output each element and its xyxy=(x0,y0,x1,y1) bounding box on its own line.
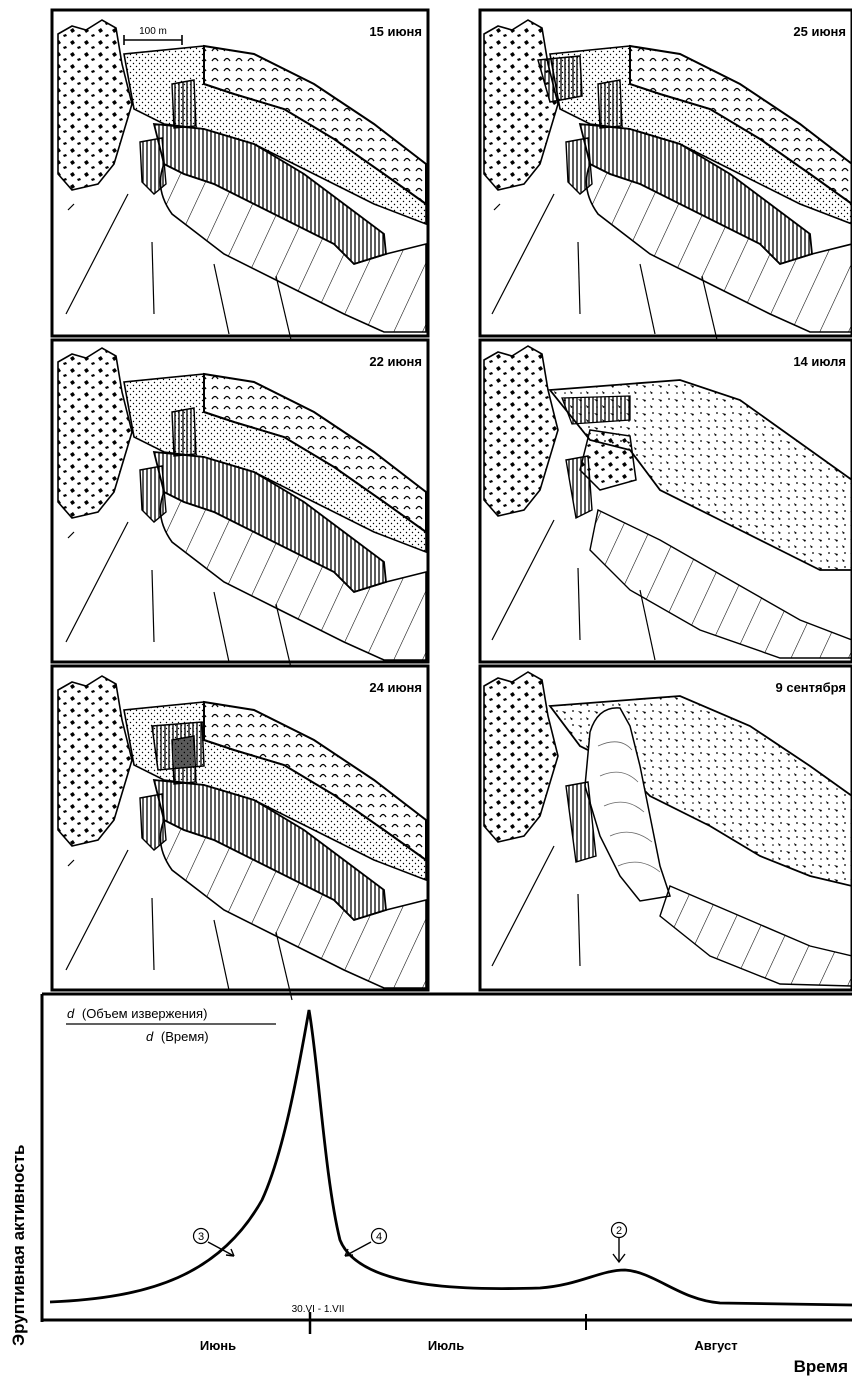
panel-date-label: 9 сентября xyxy=(776,680,847,695)
panel-date-label: 15 июня xyxy=(369,24,422,39)
formula-bottom-text: (Время) xyxy=(161,1029,209,1044)
panel-14-july: 14 июля xyxy=(480,340,852,662)
x-axis-title: Время xyxy=(794,1357,848,1376)
svg-text:4: 4 xyxy=(376,1231,382,1243)
month-label-august: Август xyxy=(694,1338,737,1353)
peak-date-label: 30.VI - 1.VII xyxy=(292,1304,345,1315)
panel-date-label: 22 июня xyxy=(369,354,422,369)
panel-15-june: 15 июня 100 m xyxy=(52,10,428,344)
svg-text:d (Время): d (Время) xyxy=(146,1029,209,1044)
panel-date-label: 24 июня xyxy=(369,680,422,695)
panel-9-september: 9 сентября xyxy=(480,666,852,990)
month-label-july: Июль xyxy=(428,1338,464,1353)
panel-date-label: 14 июля xyxy=(793,354,846,369)
svg-text:3: 3 xyxy=(198,1231,204,1243)
derivative-formula: d (Объем извержения) d (Время) xyxy=(66,1006,276,1044)
marker-2: 2 xyxy=(612,1223,627,1263)
activity-graph: Эруптивная активность Время d (Объем изв… xyxy=(9,994,852,1376)
svg-text:2: 2 xyxy=(616,1225,622,1237)
scale-bar-label: 100 m xyxy=(139,26,167,37)
formula-top-text: (Объем извержения) xyxy=(82,1006,208,1021)
panel-24-june: 24 июня xyxy=(52,666,428,1000)
panel-25-june: 25 июня xyxy=(480,10,852,344)
marker-4: 4 xyxy=(345,1229,387,1257)
svg-text:d (Объем извержения): d (Объем извержения) xyxy=(67,1006,207,1021)
month-label-june: Июнь xyxy=(200,1338,236,1353)
y-axis-title: Эруптивная активность xyxy=(9,1145,28,1346)
formula-top-d: d xyxy=(67,1006,75,1021)
panel-date-label: 25 июня xyxy=(793,24,846,39)
marker-3: 3 xyxy=(194,1229,235,1257)
activity-curve xyxy=(50,1010,852,1305)
panel-22-june: 22 июня xyxy=(52,340,428,672)
formula-bottom-d: d xyxy=(146,1029,154,1044)
